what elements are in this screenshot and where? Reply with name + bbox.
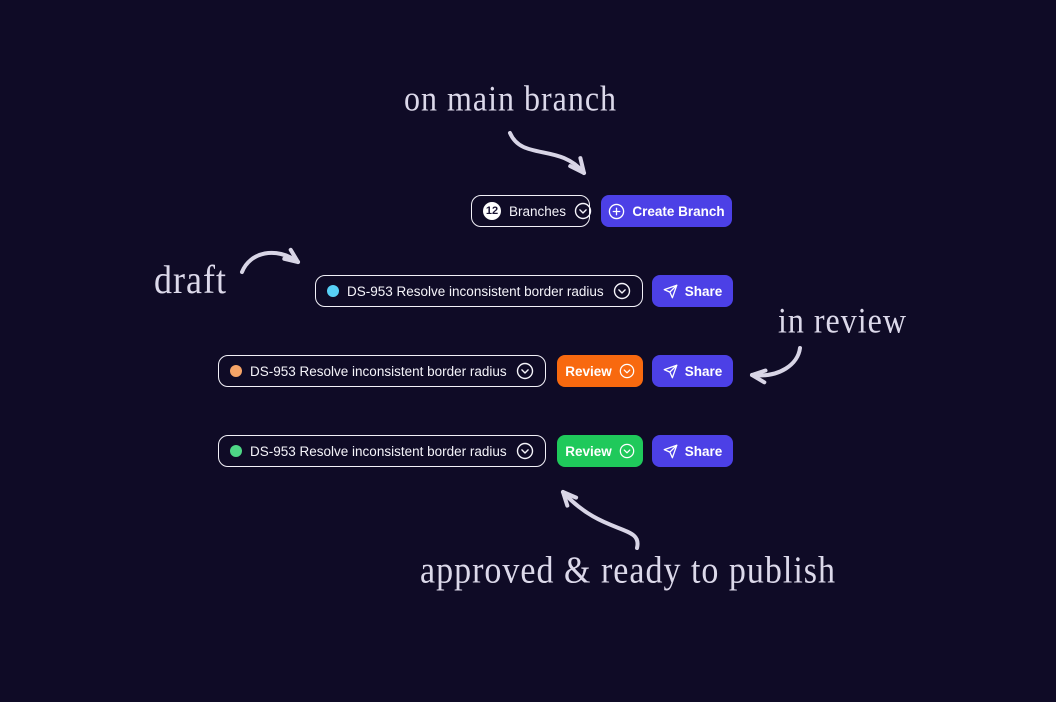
- share-button-draft[interactable]: Share: [652, 275, 733, 307]
- share-label: Share: [684, 363, 723, 379]
- branches-label: Branches: [509, 203, 567, 219]
- review-button-in-review[interactable]: Review: [557, 355, 643, 387]
- chevron-down-circle-icon: [619, 363, 635, 379]
- review-button-approved[interactable]: Review: [557, 435, 643, 467]
- annotation-on-main-branch: on main branch: [404, 78, 618, 119]
- share-label: Share: [684, 283, 723, 299]
- share-button-approved[interactable]: Share: [652, 435, 733, 467]
- branches-count-badge: 12: [483, 202, 501, 220]
- branch-title: DS-953 Resolve inconsistent border radiu…: [250, 443, 507, 459]
- annotation-draft: draft: [154, 257, 227, 302]
- status-dot-in-review: [230, 365, 242, 377]
- arrow-to-draft-row: [240, 247, 300, 274]
- branch-pill-in-review[interactable]: DS-953 Resolve inconsistent border radiu…: [218, 355, 546, 387]
- send-icon: [663, 364, 678, 379]
- branch-title: DS-953 Resolve inconsistent border radiu…: [250, 363, 507, 379]
- status-dot-draft: [327, 285, 339, 297]
- share-label: Share: [684, 443, 723, 459]
- chevron-down-circle-icon: [516, 362, 534, 380]
- send-icon: [663, 444, 678, 459]
- annotation-in-review: in review: [778, 300, 907, 341]
- send-icon: [663, 284, 678, 299]
- branch-pill-draft[interactable]: DS-953 Resolve inconsistent border radiu…: [315, 275, 643, 307]
- arrow-to-approved-row: [561, 490, 640, 550]
- create-branch-button[interactable]: Create Branch: [601, 195, 732, 227]
- annotation-approved: approved & ready to publish: [420, 550, 837, 592]
- create-branch-label: Create Branch: [632, 203, 725, 219]
- chevron-down-circle-icon: [516, 442, 534, 460]
- arrow-to-review-row: [750, 346, 802, 385]
- share-button-in-review[interactable]: Share: [652, 355, 733, 387]
- branch-title: DS-953 Resolve inconsistent border radiu…: [347, 283, 604, 299]
- branch-pill-approved[interactable]: DS-953 Resolve inconsistent border radiu…: [218, 435, 546, 467]
- chevron-down-circle-icon: [613, 282, 631, 300]
- status-dot-approved: [230, 445, 242, 457]
- branches-dropdown[interactable]: 12 Branches: [471, 195, 592, 227]
- chevron-down-circle-icon: [574, 202, 592, 220]
- arrow-to-branches: [508, 131, 586, 175]
- chevron-down-circle-icon: [619, 443, 635, 459]
- review-label: Review: [565, 443, 612, 459]
- review-label: Review: [565, 363, 612, 379]
- plus-circle-icon: [608, 203, 625, 220]
